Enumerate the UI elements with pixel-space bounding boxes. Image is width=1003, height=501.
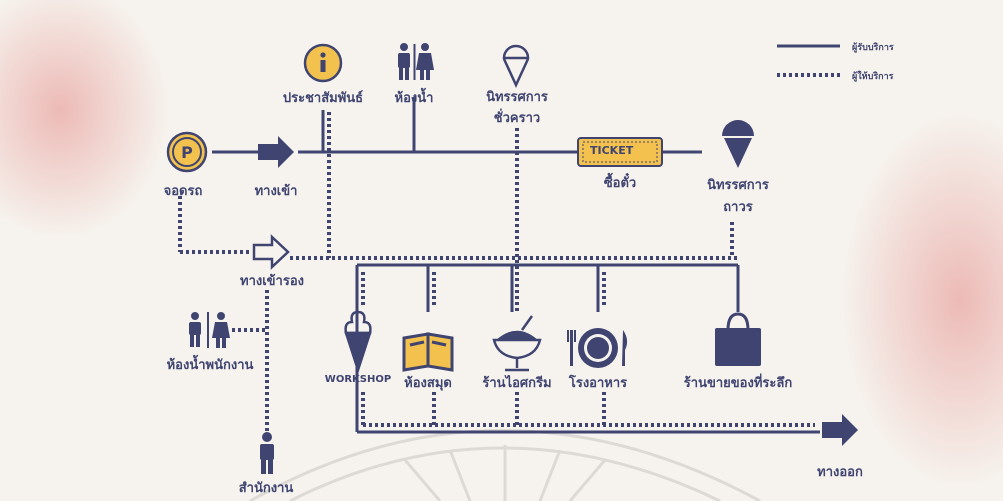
parking-icon: P (166, 131, 208, 173)
sundae-icon (492, 315, 542, 372)
watercolor-left (0, 0, 170, 240)
perm-exhibition-label-1: นิทรรศการ (707, 178, 769, 193)
ticket-booth-label: ซื้อตั๋ว (603, 176, 637, 191)
shopping-bag-icon (715, 312, 761, 366)
alt-entrance-label: ทางเข้ารอง (240, 274, 304, 289)
ice-cream-filled-icon (722, 120, 754, 168)
information-icon (303, 43, 343, 83)
staff-restroom-label: ห้องน้ำพนักงาน (166, 358, 254, 373)
ticket-text: TICKET (590, 144, 634, 157)
restaurant-label: โรงอาหาร (568, 376, 628, 391)
svg-text:P: P (181, 143, 193, 162)
exit-label: ทางออก (817, 465, 863, 480)
ice-cream-shop-label: ร้านไอศกรีม (482, 376, 552, 391)
restroom-label: ห้องน้ำ (394, 91, 434, 106)
entrance-label: ทางเข้า (254, 184, 298, 199)
soft-serve-icon (344, 310, 372, 375)
parking-label: จอดรถ (163, 184, 203, 199)
perm-exhibition-label-2: ถาวร (723, 200, 753, 215)
watercolor-right (840, 110, 1003, 490)
office-person-icon (260, 432, 274, 474)
plate-icon (567, 328, 628, 368)
ticket-icon (577, 137, 663, 167)
temp-exhibition-label-2: ชั่วคราว (493, 111, 541, 126)
staff-restroom-icon (189, 312, 230, 348)
restroom-icon (398, 43, 434, 80)
alt-entrance-arrow-icon (252, 234, 290, 270)
souvenir-shop-label: ร้านขายของที่ระลึก (683, 376, 793, 391)
legend-dotted-label: ผู้ให้บริการ (852, 72, 894, 82)
legend-solid-label: ผู้รับบริการ (852, 43, 894, 53)
library-label: ห้องสมุด (404, 376, 452, 391)
book-icon (402, 332, 454, 372)
workshop-label: WORKSHOP (324, 374, 392, 385)
sunburst-decoration (249, 429, 761, 501)
information-label: ประชาสัมพันธ์ (282, 91, 364, 106)
exit-arrow-icon (822, 414, 858, 446)
entrance-arrow-icon (258, 136, 294, 168)
temp-exhibition-label-1: นิทรรศการ (486, 90, 548, 105)
office-label: สำนักงาน (238, 481, 294, 496)
ice-cream-outline-icon (502, 44, 530, 88)
